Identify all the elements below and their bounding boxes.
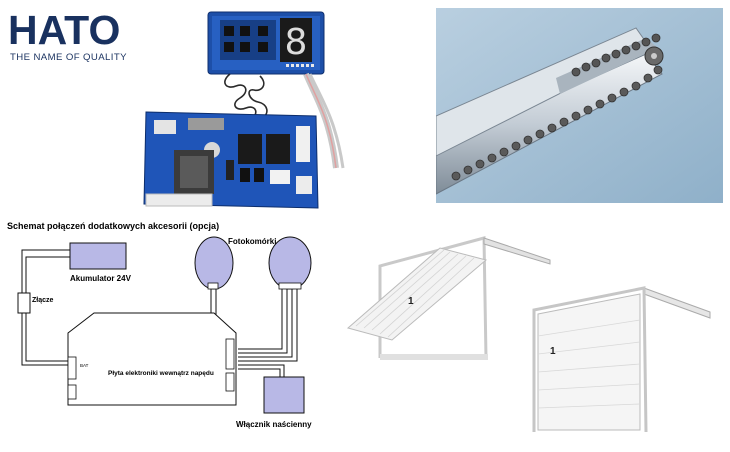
brand-tagline: THE NAME OF QUALITY (10, 52, 127, 63)
wall-switch-label: Włącznik naścienny (236, 420, 312, 429)
board-left-terminal (67, 384, 77, 400)
tilt-door-panel: 1 (346, 247, 488, 341)
connector-label: Złącze (32, 297, 54, 304)
battery-label: Akumulator 24V (70, 274, 132, 283)
control-board-illustration: 8 (143, 11, 345, 209)
connector-box (17, 292, 31, 314)
board-switch-terminal (225, 372, 235, 392)
display-board: 8 (207, 11, 325, 75)
tilt-door-panel-number: 1 (408, 296, 414, 307)
sectional-door-panel-number: 1 (550, 346, 556, 357)
chain-rail-photo (436, 8, 723, 203)
ribbon-cable (303, 72, 345, 169)
control-board-photo: 8 (140, 8, 365, 213)
rail-end-sprocket (644, 46, 664, 66)
brand-logo: HATO THE NAME OF QUALITY (8, 10, 168, 66)
brand-name: HATO (8, 7, 121, 53)
photocell-transmitter-terminal (207, 282, 219, 290)
wiring-diagram-svg: Schemat połączeń dodatkowych akcesorii (… (7, 221, 312, 429)
sectional-door-track (643, 287, 711, 319)
bat-terminal-label: BAT (80, 363, 89, 368)
photocells-label: Fotokomórki (228, 237, 276, 246)
chain-rail-illustration (436, 8, 723, 203)
tilt-door-sill (380, 354, 488, 360)
tilt-door-track (483, 237, 551, 265)
tilt-door-svg: 1 (346, 236, 551, 360)
main-board (143, 111, 319, 209)
sectional-door-svg: 1 (532, 286, 711, 433)
wall-switch-box (263, 376, 305, 414)
board-accessory-terminal (225, 338, 235, 370)
photocell-transmitter (194, 236, 234, 290)
sectional-door-illustration: 1 (528, 284, 718, 436)
display-digit: 8 (285, 22, 308, 63)
board-battery-terminal (67, 356, 77, 380)
diagram-title: Schemat połączeń dodatkowych akcesorii (… (7, 221, 219, 231)
tilt-door-illustration: 1 (344, 230, 554, 380)
board-outline (67, 312, 237, 406)
sectional-door-frame (532, 286, 648, 433)
photocell-receiver (268, 236, 312, 290)
wiring-diagram: Schemat połączeń dodatkowych akcesorii (… (0, 215, 330, 447)
battery-box (69, 242, 127, 270)
board-label: Płyta elektroniki wewnątrz napędu (108, 370, 214, 377)
chain-lower (451, 65, 663, 181)
photocell-receiver-terminal (278, 282, 302, 290)
chain-upper (571, 33, 661, 77)
sectional-door-panel: 1 (537, 293, 641, 431)
